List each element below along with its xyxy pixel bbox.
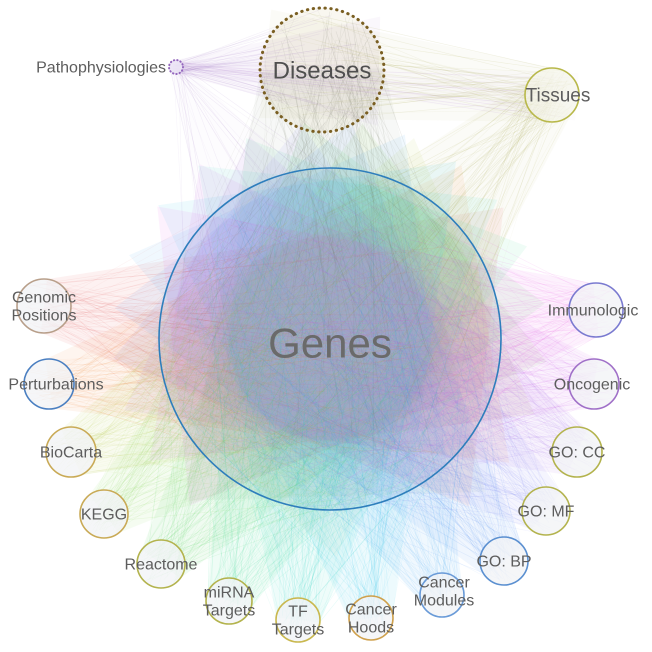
node-genomic-positions-label-line2: Positions [12, 308, 77, 325]
edge-bundle-biocarta-genes [61, 138, 535, 475]
edge-lines-tissues-diseases [263, 11, 574, 122]
node-reactome-label: Reactome [125, 557, 198, 574]
node-mirna-targets-label-line1: miRNA [204, 585, 255, 602]
node-circles [16, 6, 624, 643]
edge-bundle-go-mf-genes [113, 123, 561, 530]
edge-bundle-cancer-modules-genes [129, 134, 463, 604]
edge-bundle-perturbations-genes [45, 165, 510, 463]
node-labels: Genes Diseases PathophysiologiesTissuesGen… [8, 57, 638, 638]
edge-bundle-cancer-hoods-genes [158, 161, 457, 622]
edge-bundle-go-bp-genes [114, 122, 523, 576]
edge-lines-pathophysiologies-tissues [169, 61, 569, 121]
edge-lines [25, 8, 623, 641]
node-pathophysiologies-label: Pathophysiologies [36, 60, 166, 77]
node-oncogenic-label: Oncogenic [554, 377, 631, 394]
node-biocarta-label: BioCarta [40, 445, 102, 462]
node-diseases-label: Diseases [273, 57, 372, 84]
node-cancer-hoods-circle[interactable] [348, 595, 394, 641]
edge-lines-tissues-genes [176, 69, 577, 500]
node-cancer-modules-circle[interactable] [419, 572, 465, 618]
node-reactome-circle[interactable] [136, 539, 186, 589]
edge-lines-kegg-genes [79, 170, 498, 538]
hub-node-fills [159, 8, 501, 510]
edge-bundle-immunologic-genes [157, 206, 599, 506]
node-genes-label: Genes [268, 320, 392, 367]
node-immunologic-circle[interactable] [568, 282, 624, 338]
node-pathophysiologies-circle[interactable] [168, 59, 184, 75]
edge-bundle-diseases-genes [184, 68, 486, 501]
edge-bundle-genomic-positions-genes [40, 207, 504, 507]
edge-lines-cancer-hoods-genes [179, 182, 474, 637]
node-go-bp-circle[interactable] [479, 536, 529, 586]
node-cancer-modules-label-line1: Cancer [418, 575, 470, 592]
node-tf-targets-label-line1: TF [288, 604, 308, 621]
node-tf-targets-circle[interactable] [275, 597, 321, 643]
node-mirna-targets-label-line2: Targets [203, 603, 255, 620]
edge-lines-oncogenic-genes [169, 180, 618, 498]
node-tissues-circle[interactable] [524, 67, 580, 123]
node-oncogenic-circle[interactable] [568, 358, 620, 410]
edge-bundle-kegg-genes [89, 123, 547, 533]
edge-bundle-tf-targets-genes [198, 165, 498, 623]
edge-bundle-tissues-genes [112, 76, 572, 557]
edge-lines-reactome-genes [137, 171, 490, 588]
edge-lines-diseases-genes [158, 8, 495, 503]
node-kegg-circle[interactable] [79, 489, 129, 539]
edge-lines-tf-targets-genes [169, 189, 492, 641]
edge-bundle-pathophysiologies-diseases [175, 16, 381, 126]
node-go-mf-label: GO: MF [518, 504, 575, 521]
edge-lines-pathophysiologies-genes [170, 61, 466, 505]
node-diseases-fill [260, 8, 384, 132]
edge-lines-genomic-positions-genes [25, 184, 465, 487]
edge-bundle-tissues-diseases [259, 9, 555, 122]
node-mirna-targets-circle[interactable] [205, 577, 253, 625]
node-cancer-hoods-label-line2: Hoods [348, 620, 394, 637]
node-perturbations-label: Perturbations [8, 377, 103, 394]
edge-lines-biocarta-genes [47, 170, 484, 497]
node-perturbations-circle[interactable] [23, 358, 75, 410]
edge-lines-go-cc-genes [179, 184, 602, 506]
node-go-cc-circle[interactable] [551, 426, 603, 478]
edge-bundle-go-cc-genes [124, 136, 588, 475]
edge-bundle-wedges [40, 9, 599, 623]
node-go-mf-circle[interactable] [521, 486, 571, 536]
node-cancer-hoods-label-line1: Cancer [345, 602, 397, 619]
edge-bundle-reactome-genes [141, 122, 545, 579]
node-genes-circle[interactable] [158, 167, 502, 511]
node-biocarta-circle[interactable] [45, 426, 97, 478]
edge-bundle-mirna-targets-genes [207, 138, 527, 610]
node-go-cc-label: GO: CC [549, 445, 606, 462]
edge-bundle-oncogenic-genes [149, 164, 599, 461]
node-kegg-label: KEGG [81, 507, 127, 524]
node-go-bp-label: GO: BP [476, 554, 531, 571]
node-genomic-positions-label-line1: Genomic [12, 290, 76, 307]
node-immunologic-label: Immunologic [548, 303, 639, 320]
edge-lines-perturbations-genes [25, 186, 494, 488]
node-genomic-positions-circle[interactable] [16, 278, 72, 334]
node-cancer-modules-label-line2: Modules [414, 593, 474, 610]
edge-lines-immunologic-genes [171, 174, 623, 492]
edge-lines-pathophysiologies-diseases [168, 9, 380, 120]
node-tf-targets-label-line2: Targets [272, 622, 324, 639]
edge-lines-go-bp-genes [162, 182, 528, 583]
node-tissues-label: Tissues [526, 86, 591, 107]
node-genes-fill [159, 168, 501, 510]
node-diseases-circle[interactable] [258, 6, 386, 134]
edge-lines-mirna-targets-genes [181, 187, 493, 622]
